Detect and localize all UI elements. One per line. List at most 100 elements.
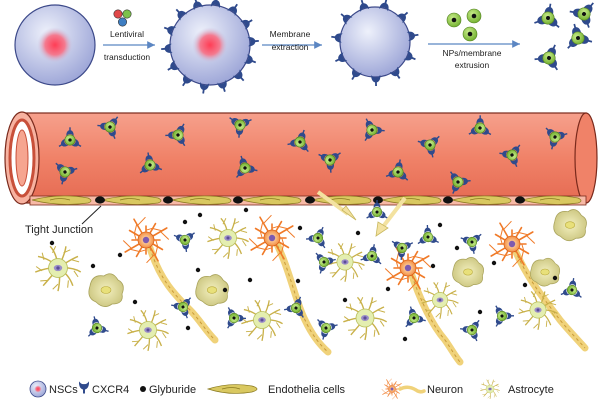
reactive-astrocyte	[88, 273, 124, 307]
cxcr4-receptor-icon	[176, 123, 185, 134]
glyburide-dot	[132, 299, 138, 305]
glyburide-nanoparticles	[446, 8, 482, 42]
cxcr4-receptor-icon	[58, 138, 69, 147]
reactive-astrocyte	[195, 274, 229, 307]
cxcr4-receptor-icon	[235, 168, 246, 178]
cxcr4-receptor-icon	[71, 138, 82, 147]
legend-glyburide-label: Glyburide	[149, 384, 196, 396]
cxcr4-receptor-icon	[460, 236, 470, 244]
step-np-extrusion: NPs/membrane extrusion	[428, 40, 520, 70]
cxcr4-receptor-icon	[55, 162, 65, 172]
coated-nanoparticle	[317, 319, 338, 340]
coated-nanoparticle	[173, 232, 195, 252]
astrocyte	[518, 290, 558, 330]
lentivirus-icon	[113, 9, 132, 27]
tissue-nanoparticles	[87, 200, 582, 342]
cxcr4-receptor-icon	[60, 174, 68, 185]
step-membrane-line2: extraction	[272, 42, 309, 52]
legend-cxcr4: CXCR4	[78, 381, 129, 396]
cxcr4-receptor-icon	[297, 129, 306, 140]
cxcr4-receptor-icon	[326, 163, 335, 173]
step-membrane-line1: Membrane	[270, 29, 311, 39]
legend-astrocyte: Astrocyte	[480, 379, 554, 399]
cxcr4-receptor-icon	[427, 147, 435, 158]
cxcr4-receptor-icon	[217, 79, 227, 92]
cxcr4-receptor-icon	[572, 23, 582, 36]
cxcr4-receptor-icon	[472, 233, 482, 243]
tight-junction	[373, 196, 383, 204]
coated-nanoparticle	[305, 226, 326, 249]
cxcr4-receptor-icon	[335, 52, 348, 63]
cxcr4-receptor-icon	[359, 0, 370, 12]
cxcr4-receptor-icon	[109, 116, 119, 127]
cxcr4-receptor-icon	[557, 131, 568, 140]
cxcr4-receptor-icon	[199, 82, 210, 94]
nsc-cell	[14, 4, 96, 86]
transduced-nsc-cell	[161, 0, 259, 94]
cxcr4-receptor-icon	[417, 139, 428, 148]
cxcr4-receptor-icon	[177, 136, 186, 147]
cxcr4-receptor-icon	[546, 44, 556, 57]
step-lentiviral-line2: transduction	[104, 52, 151, 62]
cxcr4-receptor-icon	[299, 142, 309, 153]
coated-nanoparticle	[534, 3, 560, 28]
cxcr4-receptor-icon	[424, 224, 432, 234]
astrocyte	[421, 282, 459, 319]
cxcr4-receptor-icon	[510, 157, 518, 168]
cxcr4-receptor-icon	[243, 54, 257, 64]
cxcr4-receptor-icon	[237, 314, 247, 322]
step-np-line2: extrusion	[455, 60, 490, 70]
cxcr4-receptor-icon	[317, 319, 326, 328]
tight-junction	[515, 196, 525, 204]
cxcr4-receptor-icon	[452, 184, 460, 194]
coated-nanoparticle	[97, 116, 119, 139]
cxcr4-receptor-icon	[468, 126, 479, 135]
cxcr4-receptor-icon	[239, 155, 248, 166]
glyburide-dot	[117, 252, 123, 258]
cxcr4-receptor-icon	[469, 245, 477, 254]
cxcr4-receptor-icon	[227, 3, 238, 16]
cxcr4-receptor-icon	[315, 252, 324, 262]
coated-nanoparticle	[360, 244, 382, 265]
coated-nanoparticle	[460, 319, 480, 342]
cxcr4-receptor-icon	[97, 122, 107, 131]
glyburide-dot	[185, 325, 191, 331]
coated-nanoparticle	[391, 240, 414, 261]
glyburide-dot	[297, 225, 303, 231]
cxcr4-receptor-icon	[378, 211, 388, 219]
cxcr4-receptor-icon	[511, 144, 521, 155]
cxcr4-receptor-icon	[364, 131, 373, 142]
coated-nanoparticle	[229, 117, 252, 138]
glyburide-dot	[477, 309, 483, 315]
glyburide-dot	[430, 263, 436, 269]
cxcr4-receptor-icon	[321, 330, 329, 340]
cxcr4-receptor-icon	[351, 67, 362, 81]
cxcr4-receptor-icon	[534, 54, 546, 63]
cxcr4-receptor-icon	[331, 152, 341, 161]
free-glyburide	[49, 207, 558, 342]
cxcr4-receptor-icon	[139, 164, 150, 174]
coated-nanoparticle	[495, 305, 515, 327]
coated-nanoparticle	[287, 129, 309, 153]
cxcr4-receptor-icon	[318, 264, 326, 274]
coated-nanoparticle	[55, 162, 78, 185]
cxcr4-receptor-icon	[78, 381, 90, 394]
cxcr4-receptor-icon	[287, 139, 297, 147]
cxcr4-receptor-icon	[317, 239, 326, 249]
legend-neuron-label: Neuron	[427, 384, 463, 396]
cxcr4-receptor-icon	[371, 74, 381, 87]
legend-neuron: Neuron	[381, 378, 463, 400]
cxcr4-receptor-icon	[534, 15, 546, 25]
glyburide-dot	[49, 240, 55, 246]
cxcr4-receptor-icon	[318, 153, 329, 162]
tight-junction	[443, 196, 453, 204]
glyburide-dot	[243, 207, 249, 213]
cxcr4-receptor-icon	[449, 171, 459, 181]
cxcr4-receptor-icon	[405, 318, 414, 328]
cxcr4-receptor-icon	[186, 232, 195, 241]
cxcr4-receptor-icon	[583, 2, 594, 14]
cxcr4-receptor-icon	[152, 163, 163, 171]
cxcr4-receptor-icon	[395, 159, 403, 169]
step-membrane-extraction: Membrane extraction	[262, 29, 322, 52]
cxcr4-receptor-icon	[417, 315, 426, 323]
